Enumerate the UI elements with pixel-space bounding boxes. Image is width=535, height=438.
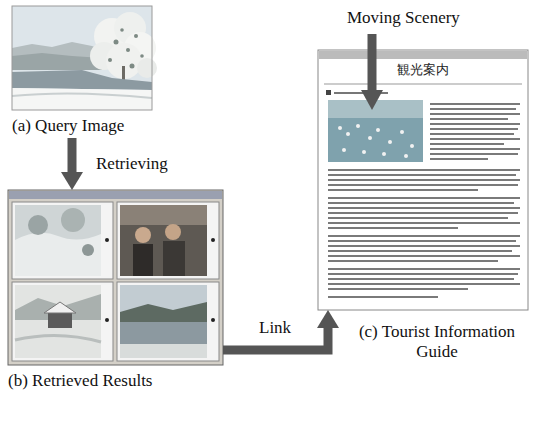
image-area [8, 190, 223, 365]
web-page-frame: 観光案内(c) Tourist Information Guide [318, 50, 528, 310]
connector-arrow [223, 310, 339, 350]
pointer-label: Moving Scenery [345, 8, 462, 28]
results-window [8, 190, 223, 365]
web-page [318, 50, 528, 310]
caption: (a) Query Image [12, 116, 152, 136]
pointer-arrow [361, 34, 383, 110]
edge-label: Link [257, 318, 293, 338]
query-photo [12, 6, 157, 110]
caption: (c) Tourist Information Guide [346, 322, 528, 362]
results-window: (b) Retrieved Results [8, 190, 223, 391]
connector-arrow [61, 138, 83, 190]
arrow-head [317, 310, 339, 328]
query-image: (a) Query Image [12, 6, 152, 136]
edge-label: Retrieving [94, 154, 170, 174]
arrow-shaft [68, 138, 77, 176]
arrow-head [61, 172, 83, 190]
page-title: 観光案内 [318, 62, 528, 78]
image-area [12, 6, 152, 110]
caption: (b) Retrieved Results [8, 371, 223, 391]
